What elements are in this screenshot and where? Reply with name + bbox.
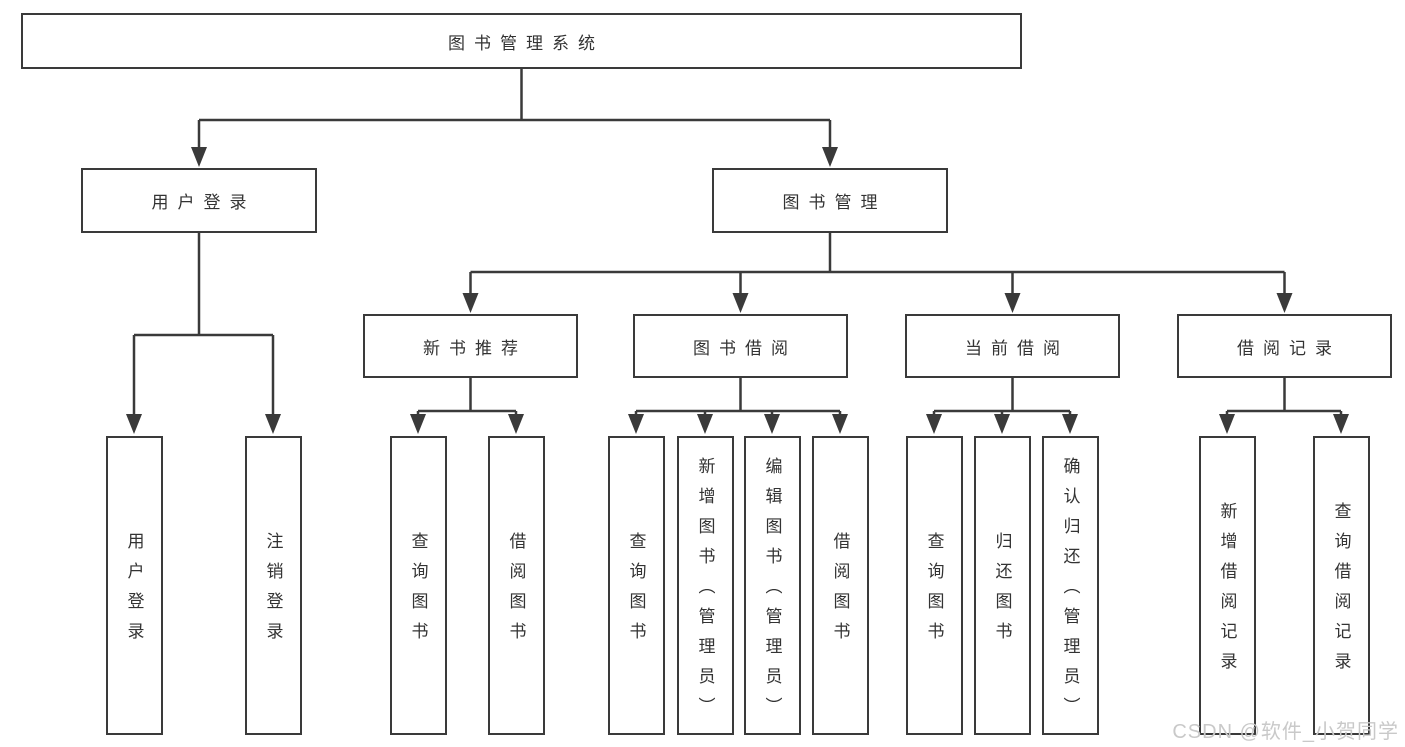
leaf-user-login: 用户登录 [105,436,163,735]
leaf-query-books-borrowing: 查询图书 [607,436,665,735]
csdn-watermark: CSDN @软件_小贺同学 [1172,721,1399,743]
leaf-return-book: 归还图书 [973,436,1031,735]
leaf-query-books-current: 查询图书 [905,436,963,735]
leaf-query-books-recommend: 查询图书 [389,436,447,735]
node-borrowing-records: 借阅记录 [1177,314,1392,378]
leaf-borrow-books-borrowing: 借阅图书 [811,436,869,735]
leaf-edit-book-admin: 编辑图书（管理员） [743,436,801,735]
node-book-borrowing: 图书借阅 [633,314,848,378]
leaf-query-borrow-record: 查询借阅记录 [1312,436,1370,735]
node-book-management: 图书管理 [712,168,948,233]
leaf-logout: 注销登录 [244,436,302,735]
leaf-add-book-admin: 新增图书（管理员） [676,436,734,735]
node-current-borrowing: 当前借阅 [905,314,1120,378]
leaf-borrow-books-recommend: 借阅图书 [487,436,545,735]
node-new-book-recommendation: 新书推荐 [363,314,578,378]
leaf-confirm-return-admin: 确认归还（管理员） [1041,436,1099,735]
node-user-login: 用户登录 [81,168,317,233]
leaf-add-borrow-record: 新增借阅记录 [1198,436,1256,735]
node-root-book-management-system: 图书管理系统 [21,13,1022,69]
